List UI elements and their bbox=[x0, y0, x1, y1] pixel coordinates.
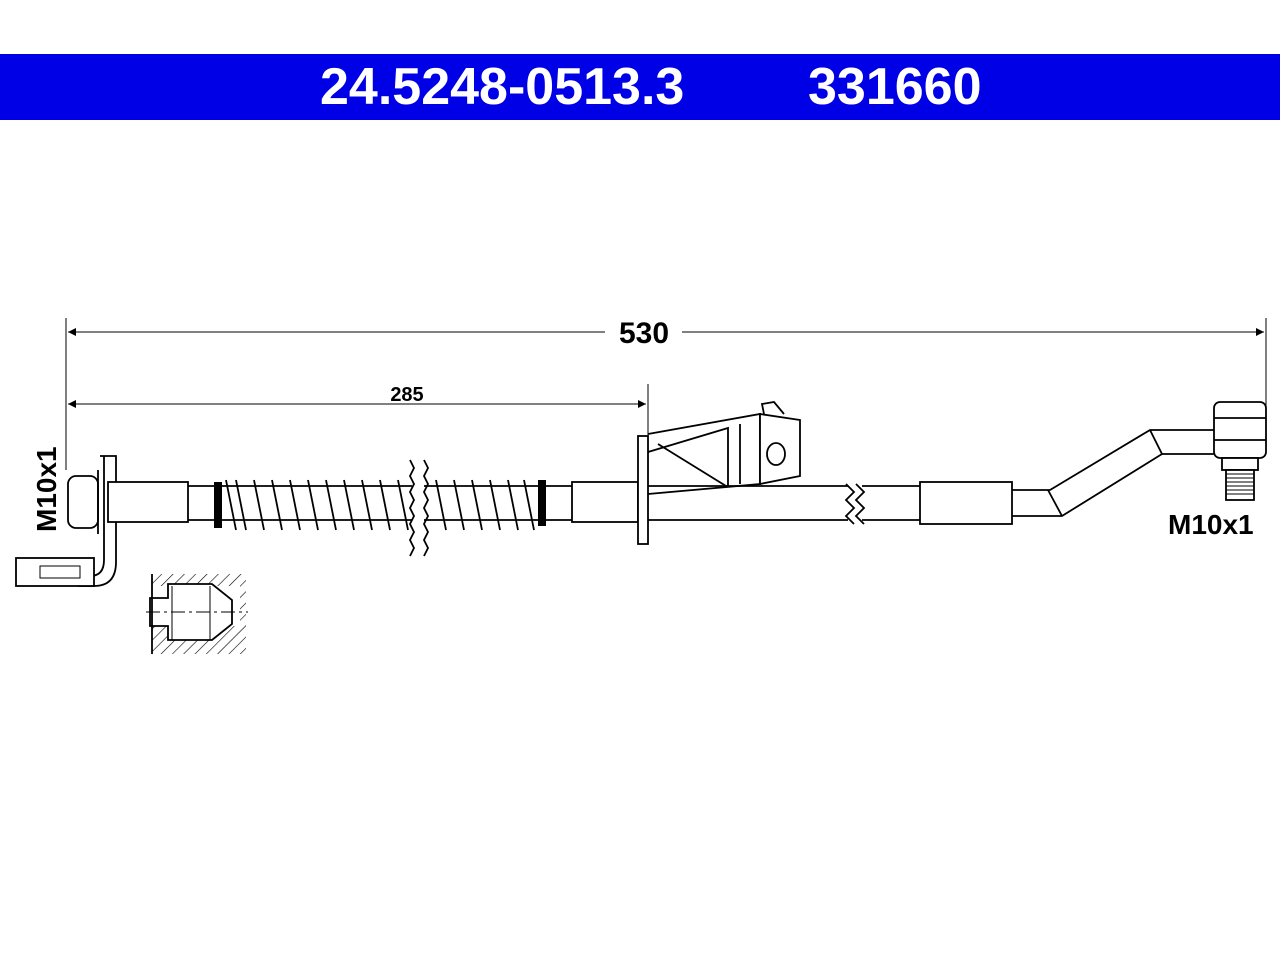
thread-label-left: M10x1 bbox=[31, 446, 62, 532]
bracket-section bbox=[571, 401, 920, 545]
dimension-total-length: 530 bbox=[68, 317, 1264, 350]
left-fitting bbox=[15, 455, 189, 587]
section-detail bbox=[146, 574, 248, 654]
thread-label-right: M10x1 bbox=[1168, 509, 1254, 540]
dimension-total-label: 530 bbox=[619, 317, 669, 350]
extension-lines bbox=[65, 318, 1267, 470]
reference-number: 331660 bbox=[808, 58, 982, 116]
header-bar: 24.5248-0513.3 331660 bbox=[0, 54, 1280, 120]
hose-section-spring bbox=[188, 459, 572, 557]
part-number: 24.5248-0513.3 bbox=[320, 58, 685, 116]
dimension-partial-label: 285 bbox=[390, 384, 423, 406]
right-fitting bbox=[919, 401, 1267, 525]
dimension-partial-length: 285 bbox=[68, 384, 646, 408]
